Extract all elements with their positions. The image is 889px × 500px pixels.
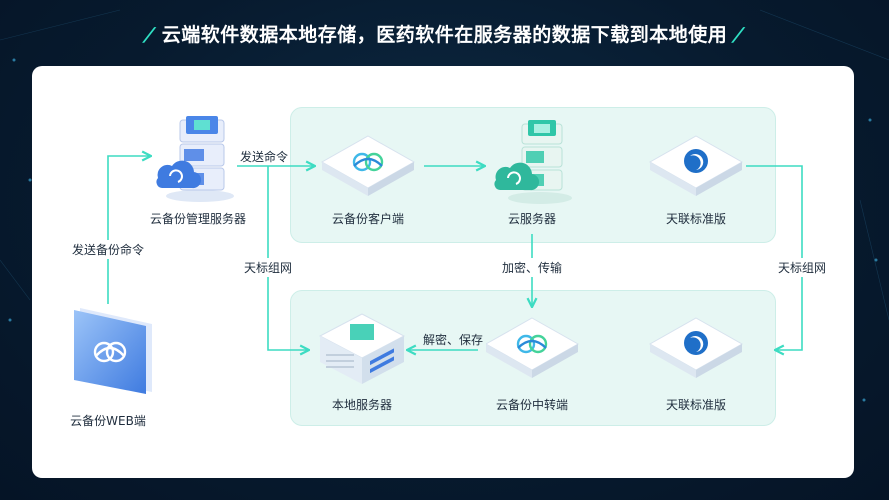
diagram-card: 云备份管理服务器 云备份客户端 云服务器 天联标准版 (32, 66, 854, 478)
relay-label: 云备份中转端 (495, 398, 569, 412)
mgmt-server-icon (156, 116, 234, 202)
tianlian-top-label: 天联标准版 (665, 212, 727, 226)
edge-send-backup-cmd-label: 发送备份命令 (68, 240, 148, 259)
web-client-icon (74, 308, 152, 394)
web-client-label: 云备份WEB端 (70, 414, 146, 428)
client-icon (320, 135, 416, 196)
edge-tianbiao-right-label: 天标组网 (774, 258, 830, 277)
page-title-text: 云端软件数据本地存储，医药软件在服务器的数据下载到本地使用 (161, 24, 728, 46)
local-server-icon (318, 313, 406, 384)
page-title: /云端软件数据本地存储，医药软件在服务器的数据下载到本地使用/ (0, 20, 889, 47)
client-label: 云备份客户端 (331, 212, 405, 226)
edge-encrypt-transfer-label: 加密、传输 (498, 258, 566, 277)
cloud-server-icon (494, 120, 572, 204)
tianlian-bottom-label: 天联标准版 (665, 398, 727, 412)
title-accent-left-icon: / (143, 24, 157, 46)
tianlian-top-icon (648, 135, 744, 196)
edge-tianbiao-left-label: 天标组网 (240, 258, 296, 277)
local-server-label: 本地服务器 (331, 398, 393, 412)
title-accent-right-icon: / (732, 24, 746, 46)
edge-send-cmd-label: 发送命令 (240, 150, 289, 164)
tianlian-bottom-icon (648, 317, 744, 378)
mgmt-server-label: 云备份管理服务器 (149, 212, 247, 226)
cloud-server-label: 云服务器 (507, 212, 557, 226)
relay-icon (484, 317, 580, 378)
edge-decrypt-save-label: 解密、保存 (420, 330, 487, 349)
